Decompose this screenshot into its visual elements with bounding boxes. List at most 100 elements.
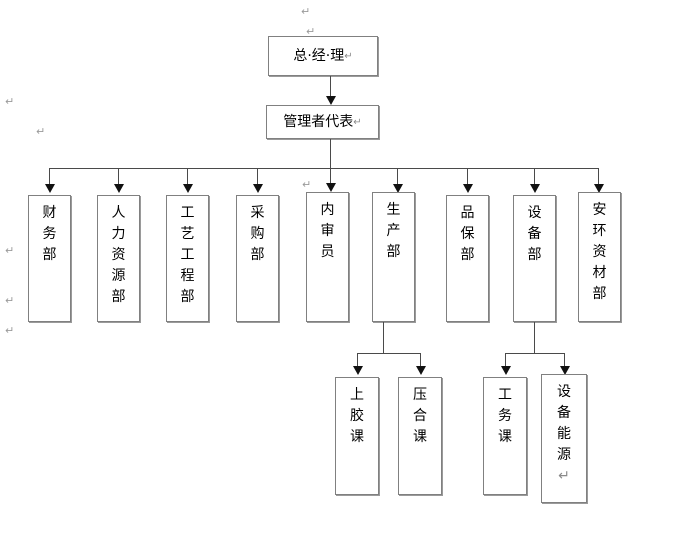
arrowhead-rep-to-production-col — [326, 183, 336, 192]
dept-char: 程 — [180, 268, 195, 284]
section-char: 上 — [350, 387, 364, 403]
node-general-manager[interactable]: 总·经·理↵ — [268, 36, 378, 76]
section-char: 压 — [413, 387, 427, 403]
dept-process-engineering[interactable]: 工 艺 工 程 部 — [166, 195, 209, 322]
arrowhead-equipment — [530, 184, 540, 193]
connector-leg-utility — [505, 353, 506, 368]
dept-finance[interactable]: 财 务 部 — [28, 195, 71, 322]
dept-char: 源 — [111, 268, 126, 284]
arrowhead-finance — [45, 184, 55, 193]
paragraph-mark: ↵ — [5, 244, 15, 257]
section-gluing[interactable]: 上 胶 课 — [335, 377, 379, 495]
node-general-manager-label: 总·经·理 — [293, 47, 345, 64]
section-char: 课 — [413, 429, 427, 445]
dept-hr[interactable]: 人 力 资 源 部 — [97, 195, 140, 322]
connector-leg-equipment — [534, 168, 535, 186]
arrowhead-gluing — [353, 366, 363, 375]
node-management-representative[interactable]: 管理者代表↵ — [266, 105, 379, 139]
dept-char: 材 — [592, 265, 607, 281]
arrowhead-utility — [501, 366, 511, 375]
dept-char: 部 — [527, 247, 542, 263]
connector-production-stem — [383, 322, 384, 353]
paragraph-mark: ↵ — [5, 294, 15, 307]
connector-leg-pressing — [420, 353, 421, 368]
dept-char: 工 — [180, 205, 195, 221]
arrowhead-gm-to-rep — [326, 96, 336, 105]
arrowhead-ehs-materials — [594, 184, 604, 193]
dept-char: 资 — [592, 244, 607, 260]
section-utility[interactable]: 工 务 课 — [483, 377, 527, 495]
section-equipment-energy[interactable]: 设 备 能 源 ↵ — [541, 374, 587, 503]
paragraph-mark: ↵ — [36, 125, 46, 138]
paragraph-mark: ↵ — [301, 5, 311, 18]
connector-rep-to-bus — [330, 139, 331, 185]
dept-char: 保 — [460, 226, 475, 242]
section-char: 胶 — [350, 408, 364, 424]
connector-leg-finance — [49, 168, 50, 186]
arrowhead-energy — [560, 366, 570, 375]
section-char: 备 — [557, 405, 571, 421]
connector-leg-process-eng — [187, 168, 188, 186]
dept-char: 安 — [592, 202, 607, 218]
connector-leg-purchasing — [257, 168, 258, 186]
connector-production-bus — [357, 353, 421, 354]
dept-char: 部 — [592, 286, 607, 302]
dept-char: 务 — [42, 226, 57, 242]
paragraph-mark: ↵ — [353, 116, 362, 128]
dept-char: 部 — [111, 289, 126, 305]
node-management-representative-label: 管理者代表 — [283, 113, 354, 130]
dept-char: 品 — [460, 205, 475, 221]
dept-char: 生 — [386, 202, 401, 218]
connector-leg-quality — [467, 168, 468, 186]
arrowhead-quality — [463, 184, 473, 193]
paragraph-mark: ↵ — [558, 468, 570, 484]
dept-char: 人 — [111, 205, 126, 221]
dept-char: 部 — [460, 247, 475, 263]
dept-char: 艺 — [180, 226, 195, 242]
section-pressing[interactable]: 压 合 课 — [398, 377, 442, 495]
paragraph-mark: ↵ — [344, 50, 353, 62]
connector-leg-gluing — [357, 353, 358, 368]
dept-char: 产 — [386, 223, 401, 239]
dept-ehs-materials[interactable]: 安 环 资 材 部 — [578, 192, 621, 322]
connector-leg-ehs-materials — [598, 168, 599, 186]
dept-equipment[interactable]: 设 备 部 — [513, 195, 556, 322]
dept-char: 财 — [42, 205, 57, 221]
dept-internal-auditor[interactable]: 内 审 员 — [306, 192, 349, 322]
dept-char: 力 — [111, 226, 126, 242]
section-char: 课 — [498, 429, 512, 445]
dept-purchasing[interactable]: 采 购 部 — [236, 195, 279, 322]
section-char: 务 — [498, 408, 512, 424]
section-char: 能 — [557, 426, 571, 442]
connector-leg-energy — [564, 353, 565, 368]
dept-production[interactable]: 生 产 部 — [372, 192, 415, 322]
dept-char: 部 — [386, 244, 401, 260]
dept-char: 备 — [527, 226, 542, 242]
dept-char: 采 — [250, 205, 265, 221]
arrowhead-process-eng — [183, 184, 193, 193]
dept-char: 部 — [180, 289, 195, 305]
dept-quality-assurance[interactable]: 品 保 部 — [446, 195, 489, 322]
dept-char: 部 — [42, 247, 57, 263]
connector-equipment-bus — [505, 353, 564, 354]
connector-leg-hr — [118, 168, 119, 186]
dept-char: 环 — [592, 223, 607, 239]
dept-char: 购 — [250, 226, 265, 242]
section-char: 合 — [413, 408, 427, 424]
arrowhead-internal-auditor — [393, 184, 403, 193]
dept-char: 员 — [320, 244, 335, 260]
paragraph-mark: ↵ — [5, 324, 15, 337]
dept-char: 工 — [180, 247, 195, 263]
dept-char: 资 — [111, 247, 126, 263]
section-char: 工 — [498, 387, 512, 403]
section-char: 课 — [350, 429, 364, 445]
dept-char: 审 — [320, 223, 335, 239]
dept-char: 部 — [250, 247, 265, 263]
connector-equipment-stem — [534, 322, 535, 353]
paragraph-mark: ↵ — [5, 95, 15, 108]
dept-char: 内 — [320, 202, 335, 218]
section-char: 设 — [557, 384, 571, 400]
arrowhead-purchasing — [253, 184, 263, 193]
arrowhead-pressing — [416, 366, 426, 375]
